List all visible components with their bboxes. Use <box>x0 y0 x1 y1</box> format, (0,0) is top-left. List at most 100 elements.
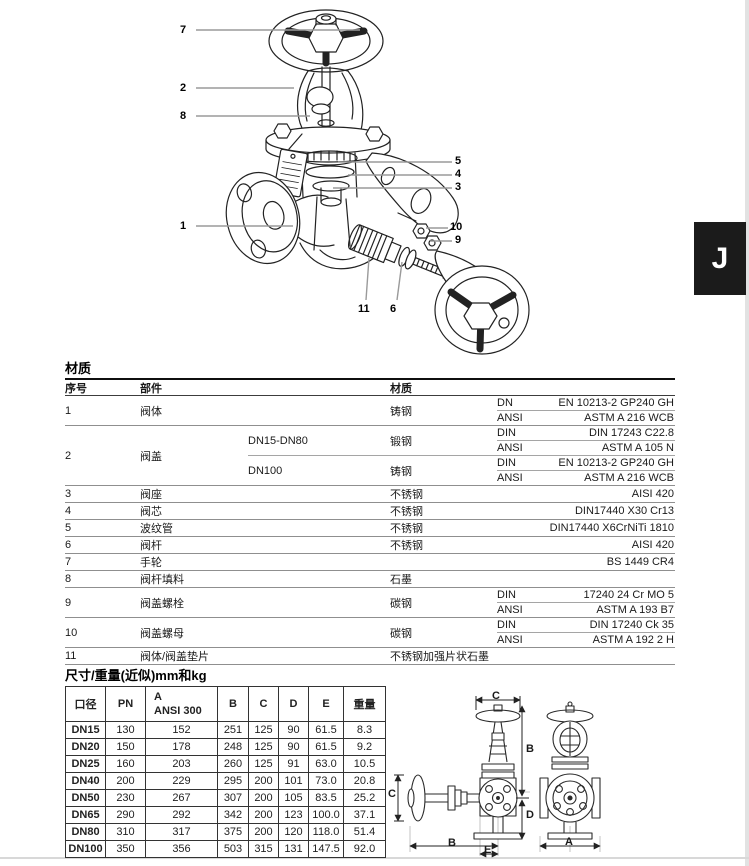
materials-cell-standard: ANSI <box>497 472 523 484</box>
materials-cell-standard: DIN <box>497 589 516 601</box>
dim-header-bore: 口径 <box>65 686 106 722</box>
materials-spec-line: DIN17440 X6CrNiTi 1810 <box>497 521 675 535</box>
materials-cell-part: 阀杆 <box>140 540 162 552</box>
page-bottom-rule <box>0 857 749 859</box>
materials-cell-spec-value: DIN 17243 C22.8 <box>589 427 674 439</box>
callout-number: 11 <box>358 303 370 315</box>
dim-header-a-bottom: ANSI 300 <box>154 705 202 717</box>
materials-cell-no: 6 <box>65 539 72 551</box>
callout-number: 6 <box>390 303 397 315</box>
dim-cell-bore: DN80 <box>65 823 106 841</box>
dim-cell-value: 20.8 <box>343 772 386 790</box>
dim-header-b: B <box>217 686 249 722</box>
dim-header-a-top: A <box>154 691 162 703</box>
materials-cell-spec-value: DIN17440 X30 Cr13 <box>574 505 674 517</box>
dim-cell-value: 51.4 <box>343 823 386 841</box>
dim-header-pn: PN <box>105 686 146 722</box>
materials-cell-part: 阀盖螺栓 <box>140 597 184 610</box>
dim-cell-bore: DN100 <box>65 840 106 858</box>
materials-cell-no: 2 <box>65 449 72 462</box>
callout-number: 10 <box>450 221 463 233</box>
materials-cell-standard: DIN <box>497 457 516 469</box>
materials-title: 材质 <box>65 361 92 376</box>
callout-number: 3 <box>455 181 462 193</box>
dim-cell-value: 61.5 <box>308 738 344 756</box>
materials-cell-no: 5 <box>65 522 72 534</box>
callout-number: 1 <box>180 220 187 232</box>
materials-cell-spec-value: DIN 17240 Ck 35 <box>589 619 674 631</box>
materials-row-blocks: 不锈钢加强片状石墨 <box>248 648 675 664</box>
dim-cell-value: 229 <box>145 772 218 790</box>
materials-cell-standard: DIN <box>497 427 516 439</box>
materials-variant-block: BS 1449 CR4 <box>248 555 675 569</box>
dim-cell-value: 100.0 <box>308 806 344 824</box>
materials-cell-part: 阀盖 <box>140 450 162 463</box>
dimension-diagrams <box>388 686 688 858</box>
materials-cell-variant: DN100 <box>248 464 283 477</box>
materials-cell-spec-value: ASTM A 216 WCB <box>584 412 674 424</box>
materials-cell-standard: DN <box>497 397 513 409</box>
dim-header-a: A ANSI 300 <box>145 686 218 722</box>
dim-cell-value: 295 <box>217 772 249 790</box>
materials-variant-block: 不锈钢加强片状石墨 <box>248 648 675 664</box>
materials-variant-block: 不锈钢 DIN17440 X6CrNiTi 1810 <box>248 520 675 536</box>
dim-cell-value: 10.5 <box>343 755 386 773</box>
dim-cell-value: 200 <box>248 806 279 824</box>
dim-cell-value: 90 <box>278 738 309 756</box>
materials-cell-spec-value: ASTM A 216 WCB <box>584 472 674 484</box>
materials-spec-line: AISI 420 <box>497 538 675 552</box>
dim-cell-value: 25.2 <box>343 789 386 807</box>
dim-cell-value: 150 <box>105 738 146 756</box>
dim-cell-value: 315 <box>248 840 279 858</box>
materials-cell-spec-value: 17240 24 Cr MO 5 <box>583 589 675 601</box>
dim-cell-bore: DN25 <box>65 755 106 773</box>
materials-cell-spec-value: ASTM A 105 N <box>601 442 674 454</box>
dim-cell-value: 37.1 <box>343 806 386 824</box>
materials-cell-material: 铸钢 <box>390 465 412 478</box>
materials-cell-material: 不锈钢 <box>390 523 423 535</box>
page-edge-strip <box>745 0 749 866</box>
materials-spec-line: DIN DIN 17243 C22.8 <box>497 426 675 440</box>
materials-cell-material: 不锈钢 <box>390 489 423 501</box>
materials-spec-line <box>497 649 675 663</box>
dim-cell-value: 251 <box>217 721 249 739</box>
materials-cell-standard: ANSI <box>497 634 523 646</box>
dim-header-a-stack: A ANSI 300 <box>147 690 216 718</box>
materials-cell-no: 9 <box>65 596 72 609</box>
materials-variant-block: 石墨 <box>248 571 675 587</box>
dim-cell-value: 203 <box>145 755 218 773</box>
dim-cell-value: 375 <box>217 823 249 841</box>
materials-cell-no: 8 <box>65 573 72 585</box>
dim-cell-value: 292 <box>145 806 218 824</box>
callout-number: 2 <box>180 82 187 94</box>
materials-cell-spec-value: EN 10213-2 GP240 GH <box>558 457 674 469</box>
callout-number: 9 <box>455 234 462 246</box>
dim-cell-value: 267 <box>145 789 218 807</box>
materials-spec-list: AISI 420 <box>497 487 675 501</box>
materials-cell-material: 锻钢 <box>390 435 412 448</box>
materials-cell-material: 碳钢 <box>390 627 412 640</box>
